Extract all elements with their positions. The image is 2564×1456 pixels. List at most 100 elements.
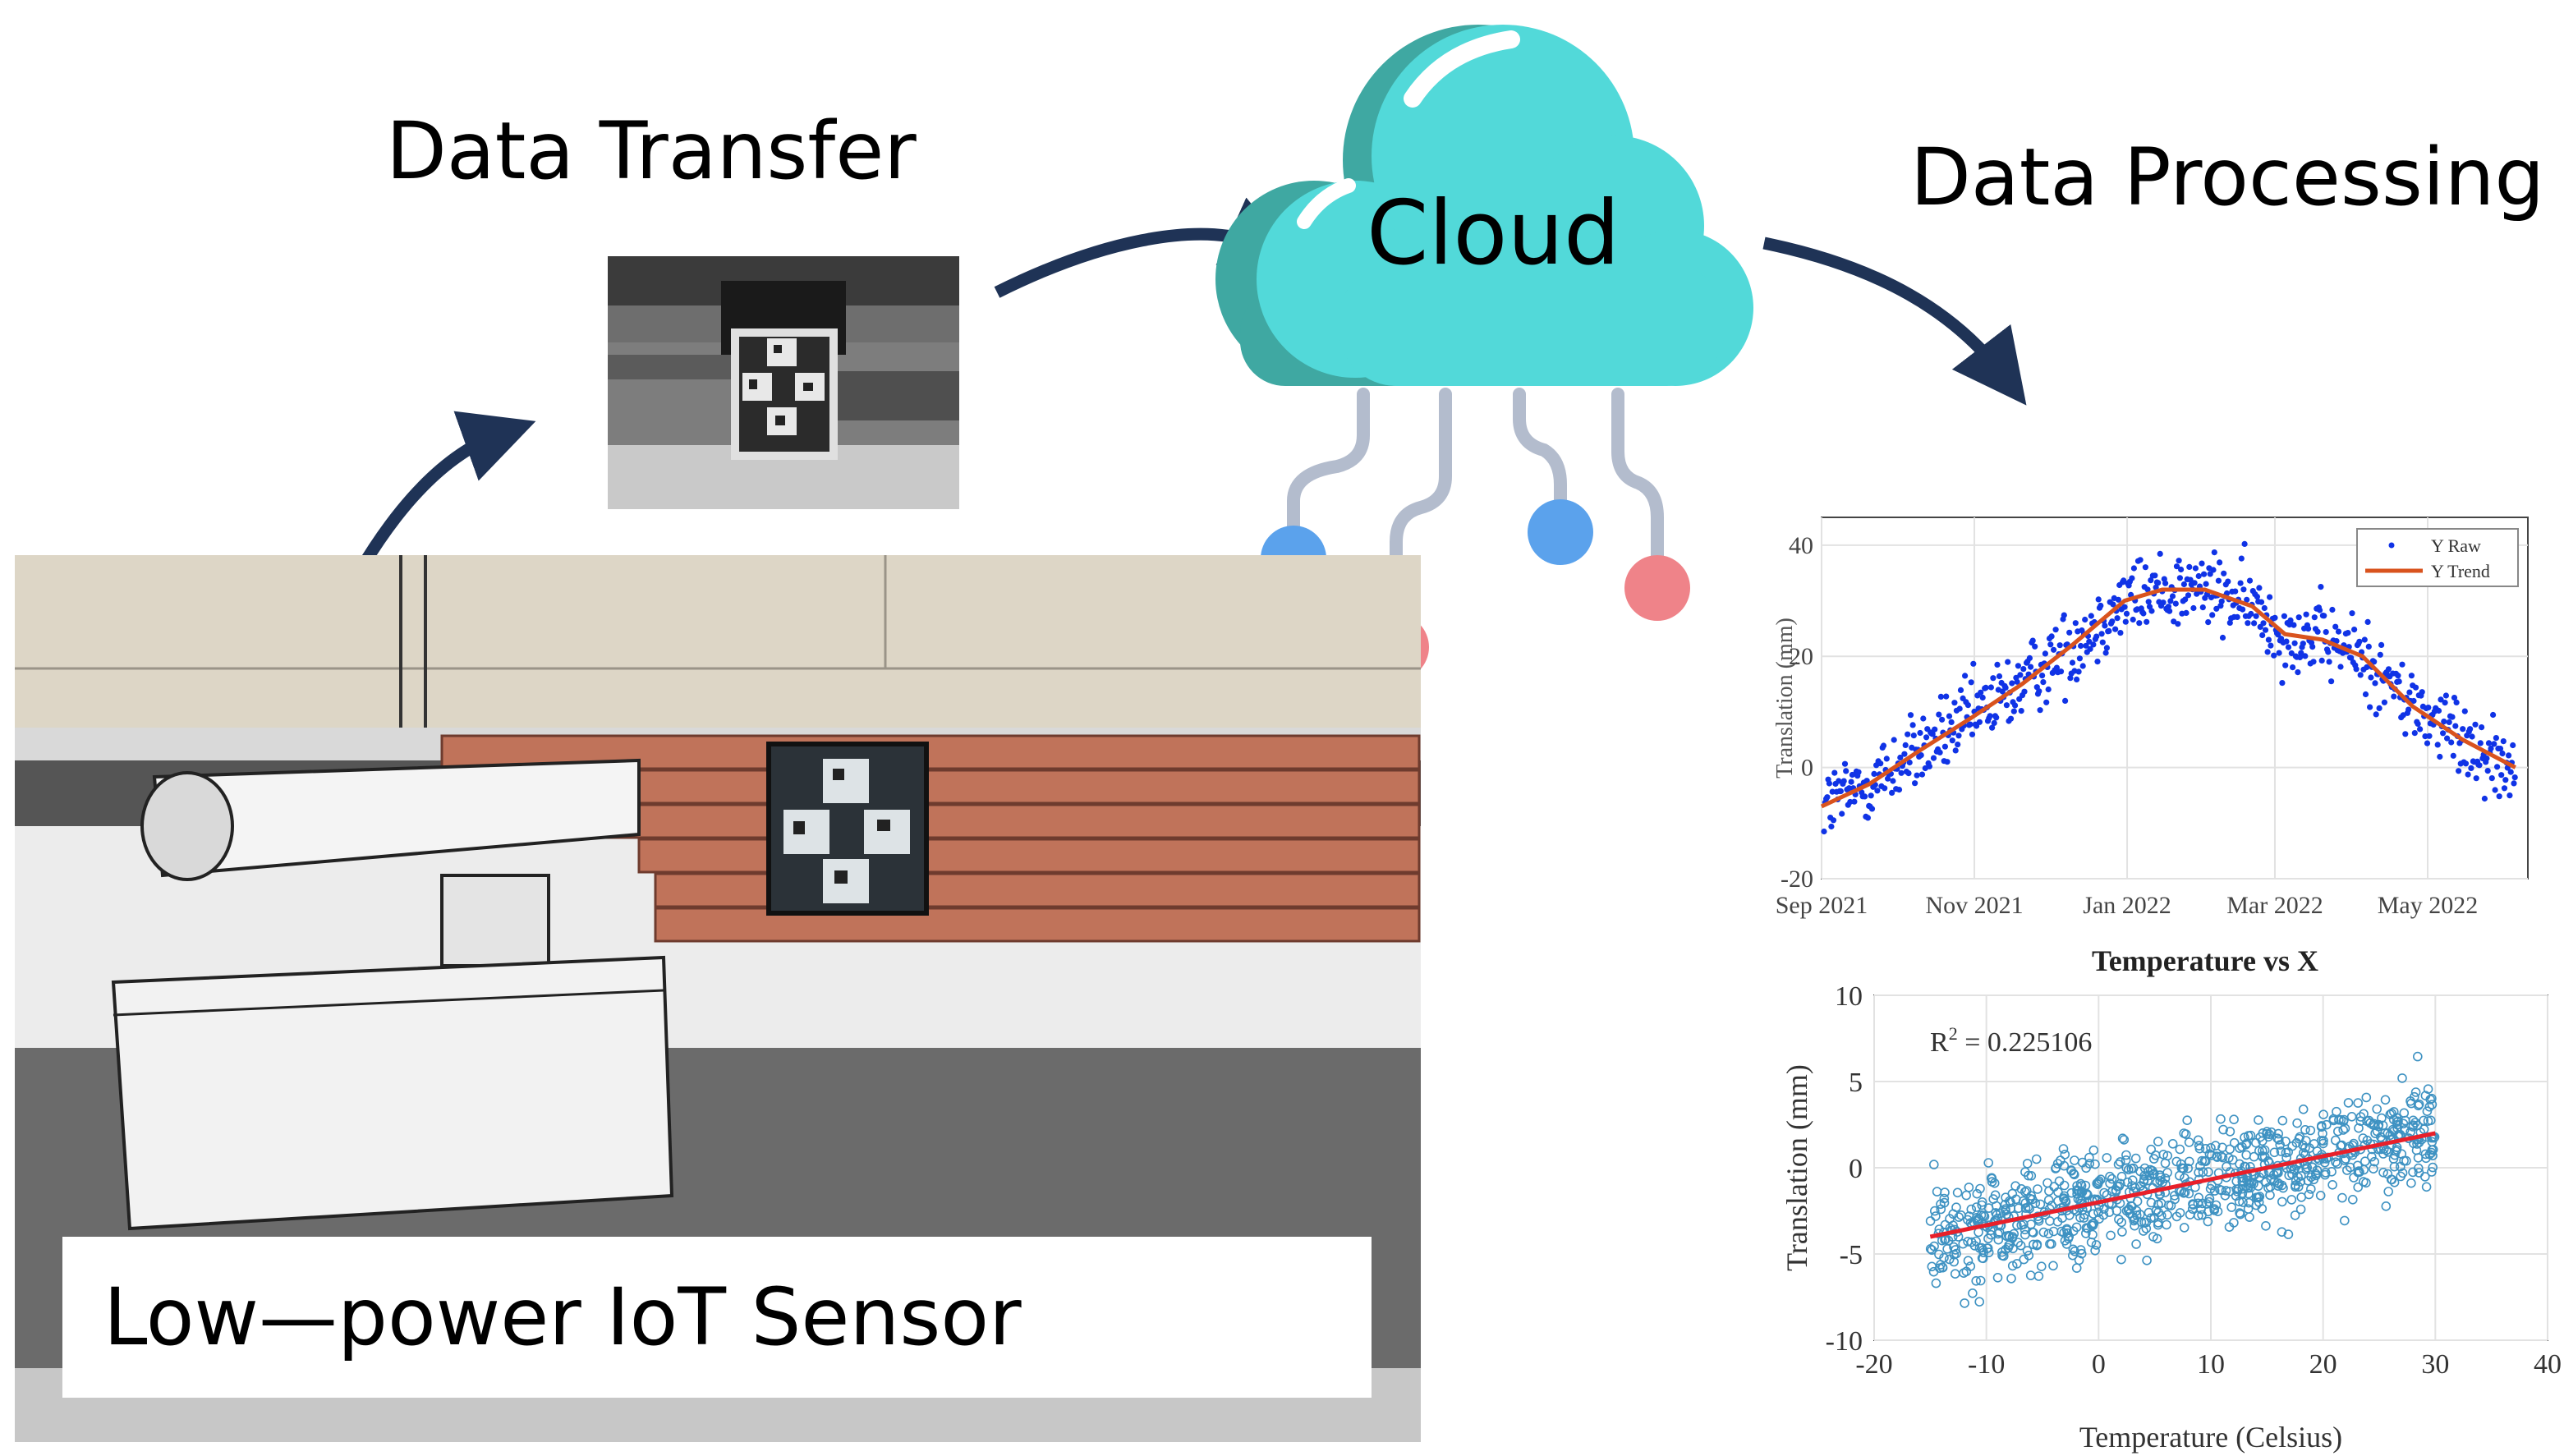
- raw-point: [2090, 641, 2097, 648]
- raw-point: [2086, 638, 2093, 645]
- raw-point: [1914, 772, 1920, 779]
- raw-point: [2234, 613, 2240, 620]
- raw-point: [2479, 724, 2485, 731]
- raw-point: [2162, 580, 2169, 586]
- raw-point: [2240, 606, 2246, 613]
- raw-point: [2098, 602, 2104, 609]
- raw-point: [2123, 610, 2130, 617]
- raw-point: [1901, 751, 1908, 757]
- raw-point: [2009, 680, 2015, 687]
- raw-point: [2462, 760, 2470, 767]
- raw-point: [2062, 697, 2069, 704]
- raw-point: [2192, 565, 2199, 572]
- scatter-point: [2099, 1187, 2109, 1198]
- raw-point: [2309, 644, 2316, 650]
- scatter-point: [2305, 1125, 2316, 1136]
- raw-point: [2053, 664, 2060, 671]
- scatter-point: [2315, 1190, 2326, 1201]
- scatter-point: [2272, 1133, 2282, 1143]
- scatter-point: [2361, 1178, 2371, 1188]
- raw-point: [2130, 616, 2136, 623]
- raw-point: [2265, 636, 2272, 643]
- raw-point: [2099, 639, 2106, 645]
- scatter-point: [2075, 1245, 2086, 1255]
- raw-point: [2056, 642, 2063, 649]
- raw-point: [1902, 742, 1909, 748]
- scatter-point: [2318, 1138, 2328, 1149]
- scatter-point: [1928, 1266, 1939, 1277]
- raw-point: [2496, 793, 2502, 800]
- scatter-point: [1950, 1269, 1960, 1279]
- raw-point: [2357, 672, 2364, 678]
- raw-point: [2258, 599, 2265, 605]
- raw-point: [1969, 731, 1976, 737]
- scatter-point: [2396, 1171, 2406, 1182]
- raw-point: [2364, 664, 2370, 671]
- scatter-point: [1940, 1219, 1951, 1230]
- raw-point: [1917, 729, 1923, 737]
- raw-point: [2481, 795, 2488, 802]
- raw-point: [2254, 594, 2260, 600]
- scatter-point: [2387, 1174, 2397, 1185]
- raw-point: [1968, 679, 1974, 686]
- scatter-point: [2300, 1142, 2310, 1153]
- scatter-point: [2216, 1114, 2226, 1124]
- raw-point: [2267, 594, 2273, 600]
- raw-point: [2333, 638, 2340, 645]
- raw-point: [2148, 608, 2155, 614]
- raw-point: [2300, 641, 2306, 647]
- scatter-point: [2184, 1137, 2194, 1147]
- scatter-point: [2135, 1181, 2146, 1191]
- raw-point: [2453, 699, 2460, 705]
- raw-point: [2225, 578, 2231, 585]
- scatter-point: [2006, 1274, 2016, 1284]
- raw-point: [2075, 668, 2082, 675]
- scatter-point: [2381, 1201, 2392, 1211]
- scatter-point: [2244, 1179, 2254, 1189]
- raw-point: [1923, 734, 1930, 741]
- raw-point: [2321, 613, 2327, 619]
- raw-point: [2142, 564, 2148, 571]
- scatter-point: [2180, 1173, 2190, 1183]
- raw-point: [1864, 815, 1871, 821]
- raw-point: [2109, 618, 2116, 625]
- raw-point: [2332, 623, 2339, 630]
- raw-point: [2353, 666, 2360, 673]
- raw-point: [2368, 674, 2374, 681]
- scatter-point: [2123, 1164, 2134, 1175]
- scatter-point: [2381, 1146, 2392, 1155]
- raw-point: [2144, 618, 2150, 625]
- scatter-point: [2424, 1102, 2435, 1112]
- raw-point: [2411, 730, 2418, 737]
- raw-point: [2391, 693, 2397, 700]
- raw-point: [2498, 772, 2505, 779]
- scatter-point: [2327, 1166, 2337, 1177]
- scatter-point: [2209, 1186, 2220, 1196]
- raw-point: [2345, 630, 2351, 636]
- scatter-point: [2156, 1198, 2167, 1209]
- scatter-point: [1963, 1237, 1973, 1247]
- scatter-point: [2194, 1167, 2203, 1178]
- scatter-point: [2269, 1147, 2280, 1158]
- scatter-point: [2162, 1210, 2172, 1220]
- raw-point: [2426, 733, 2433, 739]
- scatter-point: [2321, 1119, 2332, 1130]
- scatter-point: [2401, 1155, 2411, 1166]
- scatter-point: [2116, 1171, 2127, 1182]
- raw-point: [2152, 572, 2158, 579]
- scatter-point: [2117, 1133, 2128, 1143]
- raw-point: [2371, 659, 2378, 665]
- raw-point: [2493, 735, 2499, 742]
- scatter-point: [2105, 1171, 2115, 1182]
- raw-point: [2199, 560, 2205, 567]
- scatter-point: [2277, 1227, 2287, 1238]
- raw-point: [2264, 649, 2271, 655]
- scatter-point: [2175, 1144, 2185, 1155]
- scatter-point: [1931, 1211, 1941, 1221]
- camera-sensor-icon: [111, 758, 674, 1231]
- raw-point: [2173, 563, 2180, 570]
- raw-point: [2451, 695, 2458, 701]
- raw-point: [2012, 702, 2019, 709]
